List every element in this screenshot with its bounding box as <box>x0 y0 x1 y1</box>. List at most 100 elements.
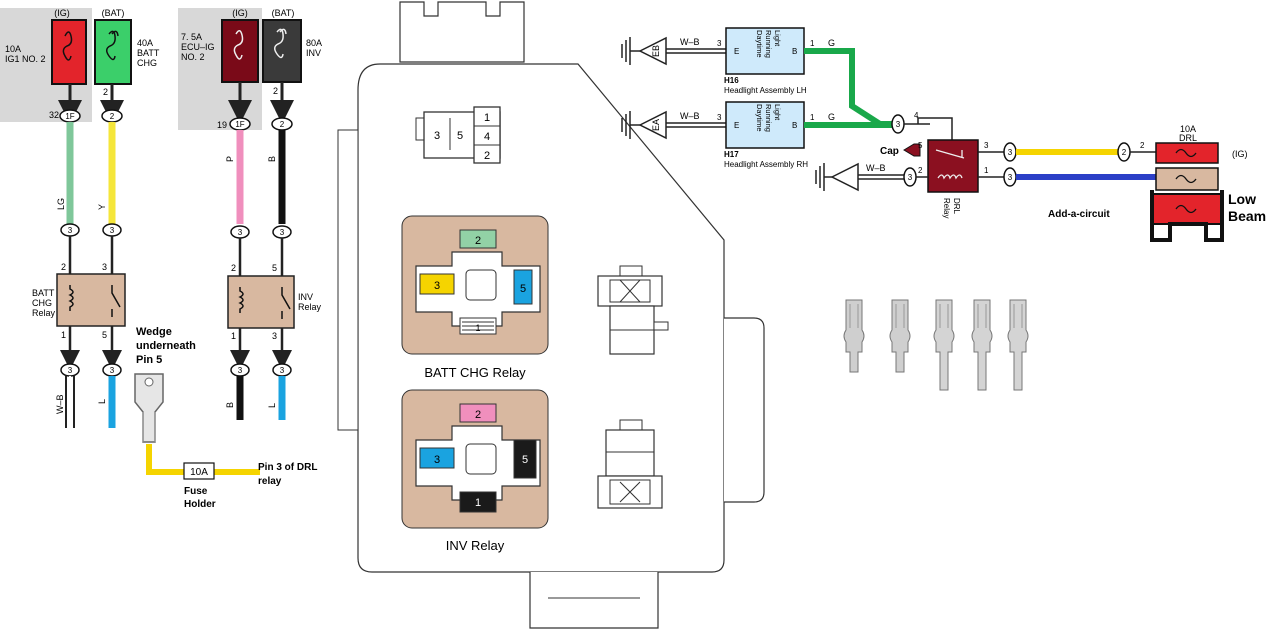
connector-3-label: 3 <box>68 226 73 235</box>
relay-name-2: Relay <box>298 302 322 312</box>
pin-2: 2 <box>103 87 108 97</box>
wire-g-label: G <box>828 38 835 48</box>
relay-box-top-tab <box>399 1 525 63</box>
connector-2-label: 2 <box>1122 148 1127 157</box>
pin-2: 2 <box>273 86 278 96</box>
top-connector-pin: 1 <box>484 112 490 124</box>
wire-b-label: B <box>267 156 277 162</box>
fuse-drl-name: DRL <box>1179 133 1197 143</box>
fuse-holder-1: Fuse <box>184 486 208 497</box>
top-connector-pin: 5 <box>457 130 463 142</box>
wire-b-label: B <box>225 402 235 408</box>
terminal-icon <box>933 299 955 391</box>
h17-label: H17 <box>724 150 739 159</box>
inline-fuse <box>183 462 215 480</box>
side-connector-lower <box>597 419 663 509</box>
connector-1f-label: 1F <box>235 120 244 129</box>
fuse-symbol-icon <box>233 30 244 60</box>
inv-relay <box>227 275 295 329</box>
relay-name-1: BATT <box>32 288 55 298</box>
fuse-batt-chg-name: BATT <box>137 48 160 58</box>
h16-desc: Headlight Assembly LH <box>724 86 807 95</box>
wire-g-lh <box>804 48 892 127</box>
wire-g-label: G <box>828 112 835 122</box>
fuse-ig1 <box>51 19 87 85</box>
pin3-drl-2: relay <box>258 476 282 487</box>
module-text: Light <box>773 30 782 47</box>
pin-1: 1 <box>61 330 66 340</box>
drl-module-rh <box>725 101 805 149</box>
relay-coil-icon <box>937 174 963 180</box>
fuse-symbol-icon <box>274 28 287 59</box>
module-b-label: B <box>792 47 797 56</box>
wire-y-label: Y <box>97 204 107 210</box>
pin3-drl-1: Pin 3 of DRL <box>258 462 317 473</box>
drl-relay <box>927 139 979 193</box>
fuse-drl <box>1155 142 1219 164</box>
terminal-icon <box>1007 299 1029 391</box>
fuse-ig1-amps: 10A <box>5 44 21 54</box>
pin-3: 3 <box>984 141 989 150</box>
wedge-note-3: Pin 5 <box>136 354 162 366</box>
pin-1: 1 <box>810 113 815 122</box>
module-b-label: B <box>792 121 797 130</box>
fuse-symbol-icon <box>62 31 73 61</box>
crimp-terminals <box>843 299 1029 391</box>
pin-4: 4 <box>914 111 919 120</box>
connector-3-label: 3 <box>68 366 73 375</box>
relay-box-right-tab <box>724 317 765 503</box>
side-connector-upper <box>597 265 669 355</box>
pin-1: 1 <box>984 166 989 175</box>
wire-wb-label: W–B <box>680 111 700 121</box>
bat-label: (BAT) <box>102 8 125 18</box>
module-e-label: E <box>734 47 739 56</box>
pin-2: 2 <box>918 166 923 175</box>
relay-pin: 3 <box>434 454 440 466</box>
fuse-symbol-icon <box>106 30 119 61</box>
wedge-terminal-icon <box>134 373 164 443</box>
drl-relay-label: Relay <box>942 198 951 218</box>
pin-1: 1 <box>231 331 236 341</box>
fuse-ecu-name: ECU–IG <box>181 42 215 52</box>
relay-box-bottom-tab <box>529 572 659 629</box>
connector-3-label: 3 <box>280 228 285 237</box>
ig-label: (IG) <box>54 8 70 18</box>
module-text: Daytime <box>755 30 764 58</box>
wedge-note-1: Wedge <box>136 326 172 338</box>
relay-pin: 5 <box>522 454 528 466</box>
pin-1: 1 <box>810 39 815 48</box>
terminal-icon <box>971 299 993 391</box>
add-a-circuit-label: Add-a-circuit <box>1048 209 1110 220</box>
pin-5: 5 <box>918 141 923 150</box>
fuse-inv-amps: 80A <box>306 38 322 48</box>
wire-wb-label: W–B <box>680 37 700 47</box>
low-beam-label-2: Beam <box>1228 208 1266 224</box>
connector-3-label: 3 <box>1008 173 1013 182</box>
connector-3-label: 3 <box>238 228 243 237</box>
connector-3-label: 3 <box>280 366 285 375</box>
relay-coil-icon <box>238 287 244 313</box>
pin-2: 2 <box>61 262 66 272</box>
low-beam-label-1: Low <box>1228 191 1256 207</box>
fuse-symbol-icon <box>1175 204 1197 214</box>
pin-19: 19 <box>217 120 227 130</box>
top-connector-pin: 4 <box>484 131 490 143</box>
fuse-symbol-icon <box>1175 174 1197 184</box>
connector-3-label: 3 <box>110 226 115 235</box>
fuse-inv-name: INV <box>306 48 321 58</box>
module-text: Running <box>764 30 773 58</box>
fuse-batt-chg <box>94 19 132 85</box>
connector-3-label: 3 <box>1008 148 1013 157</box>
wire-p-label: P <box>225 156 235 162</box>
fuse-ecu-amps: 7. 5A <box>181 32 202 42</box>
fuse-batt-chg-amps: 40A <box>137 38 153 48</box>
wire-wb-label: W–B <box>55 394 65 414</box>
fuse-symbol-icon <box>1175 148 1197 158</box>
fuse-batt-chg-name2: CHG <box>137 58 157 68</box>
ground-ea-icon <box>638 110 667 140</box>
pin-2: 2 <box>1140 141 1145 150</box>
wedge-note-2: underneath <box>136 340 196 352</box>
fuse-ig1-name: IG1 NO. 2 <box>5 54 46 64</box>
wire-l-label: L <box>267 403 277 408</box>
module-text: Running <box>764 104 773 132</box>
